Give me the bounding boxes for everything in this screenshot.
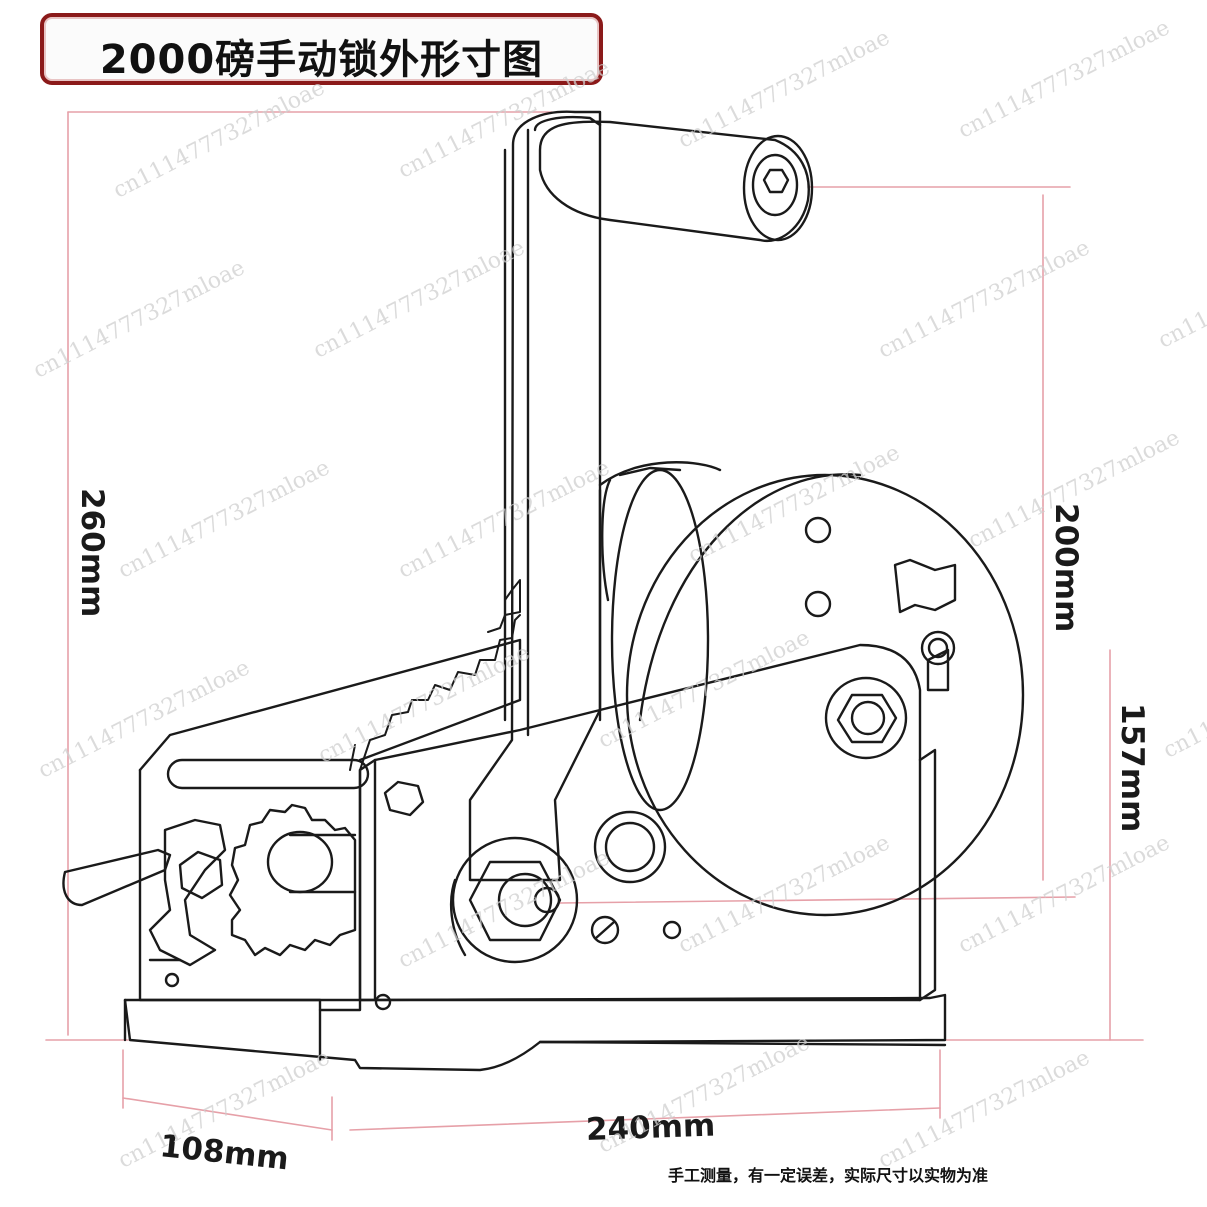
base-plate (123, 993, 947, 1072)
dimension-height-frame: 157mm (1114, 703, 1150, 833)
page-title: 2000磅手动锁外形寸图 (99, 37, 544, 83)
measurement-note: 手工测量，有一定误差，实际尺寸以实物为准 (668, 1166, 989, 1185)
lock-lever (62, 818, 227, 988)
title-box: 2000磅手动锁外形寸图 (40, 13, 603, 85)
pinion-gear (228, 803, 357, 957)
dimension-lines (45, 111, 1144, 1141)
crank-handle (449, 110, 814, 964)
front-plate (358, 643, 937, 1011)
dimension-height-total: 260mm (74, 488, 110, 618)
drum-front-flange (625, 473, 1025, 917)
dimension-height-drum: 200mm (1048, 503, 1084, 633)
